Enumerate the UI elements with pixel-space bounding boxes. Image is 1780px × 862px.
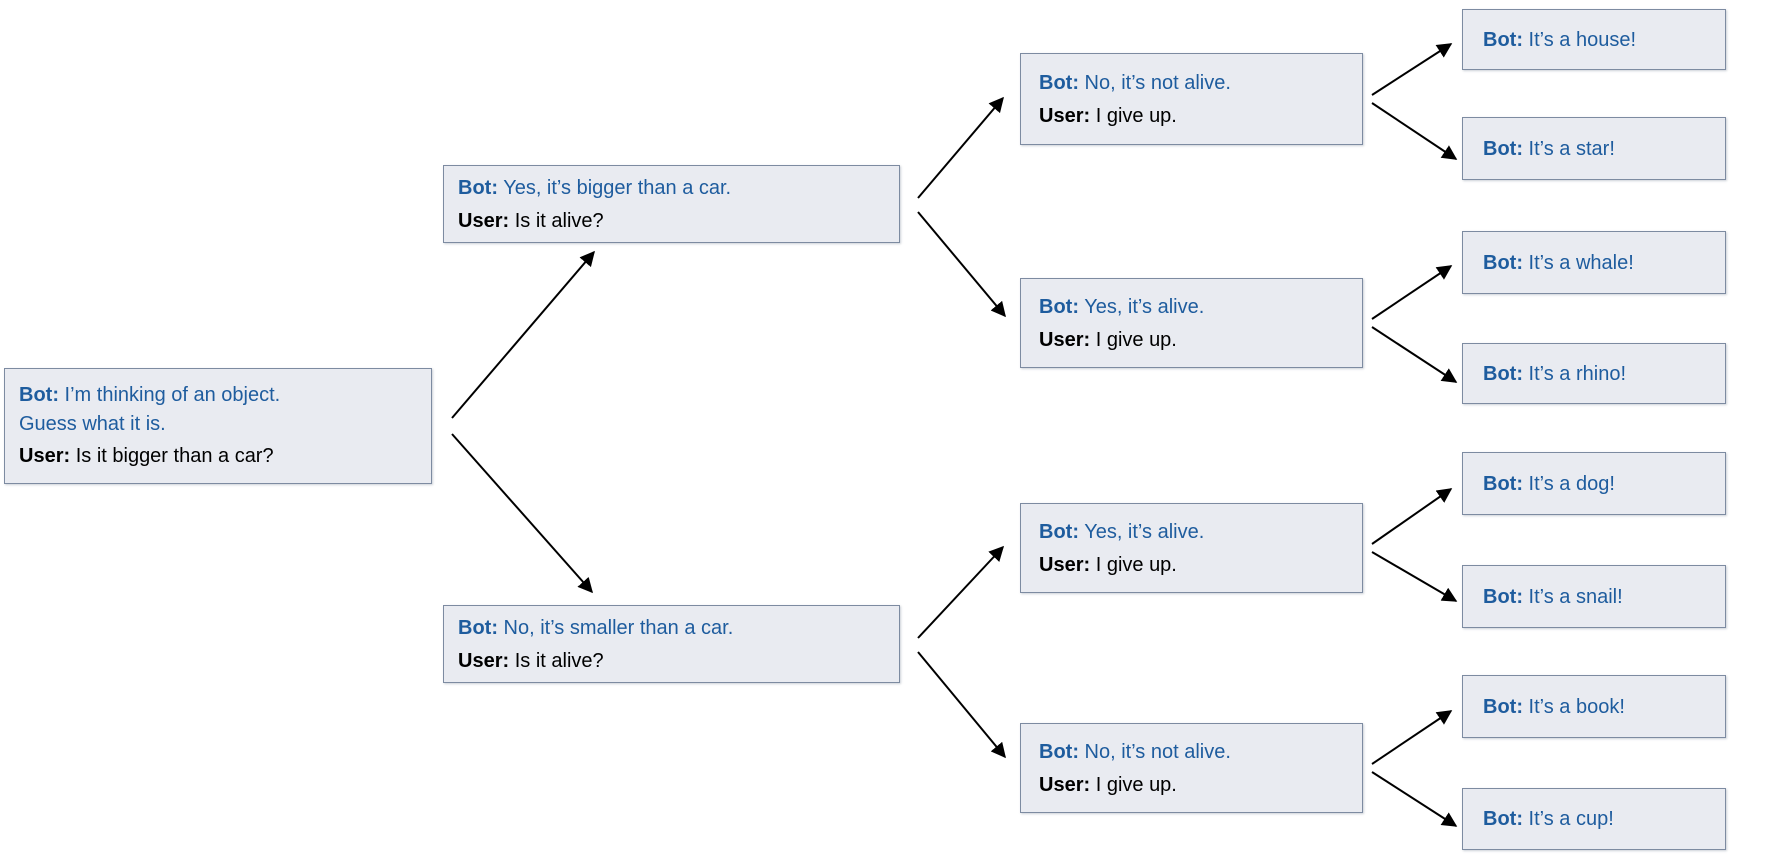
bot-label: Bot: [1483,251,1523,274]
bot-text: No, it’s smaller than a car. [503,616,734,639]
user-text: I give up. [1095,104,1177,127]
bot-message: Bot: It’s a house! [1483,25,1711,55]
bot-label: Bot: [1483,585,1523,608]
user-text: I give up. [1095,773,1177,796]
leaf-cup: Bot: It’s a cup! [1462,788,1726,850]
bot-text: It’s a cup! [1528,808,1614,830]
bot-text: No, it’s not alive. [1084,740,1231,763]
bot-message: Bot: No, it’s smaller than a car. [458,613,885,643]
node-bigger-not-alive: Bot: No, it’s not alive. User: I give up… [1020,53,1363,145]
arrow-to-whale [1371,265,1453,320]
node-smaller-alive: Bot: Yes, it’s alive. User: I give up. [1020,503,1363,593]
user-message: User: Is it bigger than a car? [19,442,417,471]
bot-label: Bot: [1483,362,1523,385]
user-message: User: I give up. [1039,101,1348,131]
node-bigger-than-car: Bot: Yes, it’s bigger than a car. User: … [443,165,900,243]
leaf-book: Bot: It’s a book! [1462,675,1726,738]
user-message: User: Is it alive? [458,646,885,676]
bot-message: Bot: No, it’s not alive. [1039,737,1348,767]
bot-text: Yes, it’s bigger than a car. [503,176,732,199]
node-smaller-than-car: Bot: No, it’s smaller than a car. User: … [443,605,900,683]
arrow-to-dog [1371,488,1453,545]
bot-label: Bot: [1483,137,1523,160]
leaf-dog: Bot: It’s a dog! [1462,452,1726,515]
bot-message: Bot: It’s a dog! [1483,469,1711,499]
arrow-smaller-to-alive [917,545,1005,639]
user-label: User: [458,209,510,232]
bot-label: Bot: [458,616,498,639]
user-label: User: [1039,553,1091,576]
bot-text: I’m thinking of an object. Guess what it… [19,384,281,435]
bot-label: Bot: [1483,808,1523,830]
leaf-snail: Bot: It’s a snail! [1462,565,1726,628]
leaf-whale: Bot: It’s a whale! [1462,231,1726,294]
bot-label: Bot: [19,384,59,406]
bot-text: Yes, it’s alive. [1084,295,1205,318]
bot-message: Bot: It’s a snail! [1483,582,1711,612]
bot-message: Bot: No, it’s not alive. [1039,68,1348,98]
user-text: I give up. [1095,553,1177,576]
leaf-house: Bot: It’s a house! [1462,9,1726,70]
user-label: User: [1039,104,1091,127]
bot-label: Bot: [458,176,498,199]
node-smaller-not-alive: Bot: No, it’s not alive. User: I give up… [1020,723,1363,813]
bot-text: It’s a whale! [1528,251,1634,274]
bot-message: Bot: It’s a star! [1483,134,1711,164]
bot-label: Bot: [1483,28,1523,51]
bot-message: Bot: It’s a rhino! [1483,359,1711,389]
user-label: User: [19,445,71,467]
node-root: Bot: I’m thinking of an object. Guess wh… [4,368,432,484]
leaf-rhino: Bot: It’s a rhino! [1462,343,1726,404]
arrow-bigger-to-alive [917,211,1006,318]
arrow-to-cup [1371,771,1458,827]
user-text: I give up. [1095,328,1177,351]
arrow-root-to-smaller [451,433,593,594]
user-text: Is it alive? [514,209,604,232]
node-bigger-alive: Bot: Yes, it’s alive. User: I give up. [1020,278,1363,368]
bot-message: Bot: It’s a whale! [1483,248,1711,278]
leaf-star: Bot: It’s a star! [1462,117,1726,180]
arrow-to-rhino [1371,326,1458,383]
user-message: User: I give up. [1039,550,1348,580]
bot-message: Bot: It’s a cup! [1483,804,1711,834]
bot-text: It’s a star! [1528,137,1615,160]
bot-message: Bot: Yes, it’s bigger than a car. [458,173,885,203]
arrow-root-to-bigger [451,250,595,419]
bot-text: It’s a dog! [1528,472,1615,495]
bot-label: Bot: [1039,740,1079,763]
user-label: User: [1039,328,1091,351]
bot-label: Bot: [1483,695,1523,718]
bot-text: Yes, it’s alive. [1084,520,1205,543]
bot-text: It’s a book! [1528,695,1625,718]
bot-message: Bot: Yes, it’s alive. [1039,517,1348,547]
arrow-smaller-to-not-alive [917,651,1006,759]
bot-message: Bot: Yes, it’s alive. [1039,292,1348,322]
bot-text: It’s a rhino! [1528,362,1627,385]
user-message: User: I give up. [1039,770,1348,800]
arrow-to-star [1371,102,1458,160]
bot-message: Bot: I’m thinking of an object. Guess wh… [19,381,417,439]
arrow-to-snail [1371,551,1458,602]
user-label: User: [458,649,510,672]
bot-text: It’s a house! [1528,28,1637,51]
bot-label: Bot: [1039,295,1079,318]
bot-label: Bot: [1039,71,1079,94]
user-message: User: I give up. [1039,325,1348,355]
bot-text: It’s a snail! [1528,585,1623,608]
user-text: Is it alive? [514,649,604,672]
user-label: User: [1039,773,1091,796]
bot-message: Bot: It’s a book! [1483,692,1711,722]
arrow-to-house [1371,43,1453,96]
bot-label: Bot: [1039,520,1079,543]
arrow-to-book [1371,710,1453,765]
arrow-bigger-to-not-alive [917,96,1004,199]
bot-text: No, it’s not alive. [1084,71,1231,94]
user-message: User: Is it alive? [458,206,885,236]
bot-label: Bot: [1483,472,1523,495]
user-text: Is it bigger than a car? [75,445,274,467]
